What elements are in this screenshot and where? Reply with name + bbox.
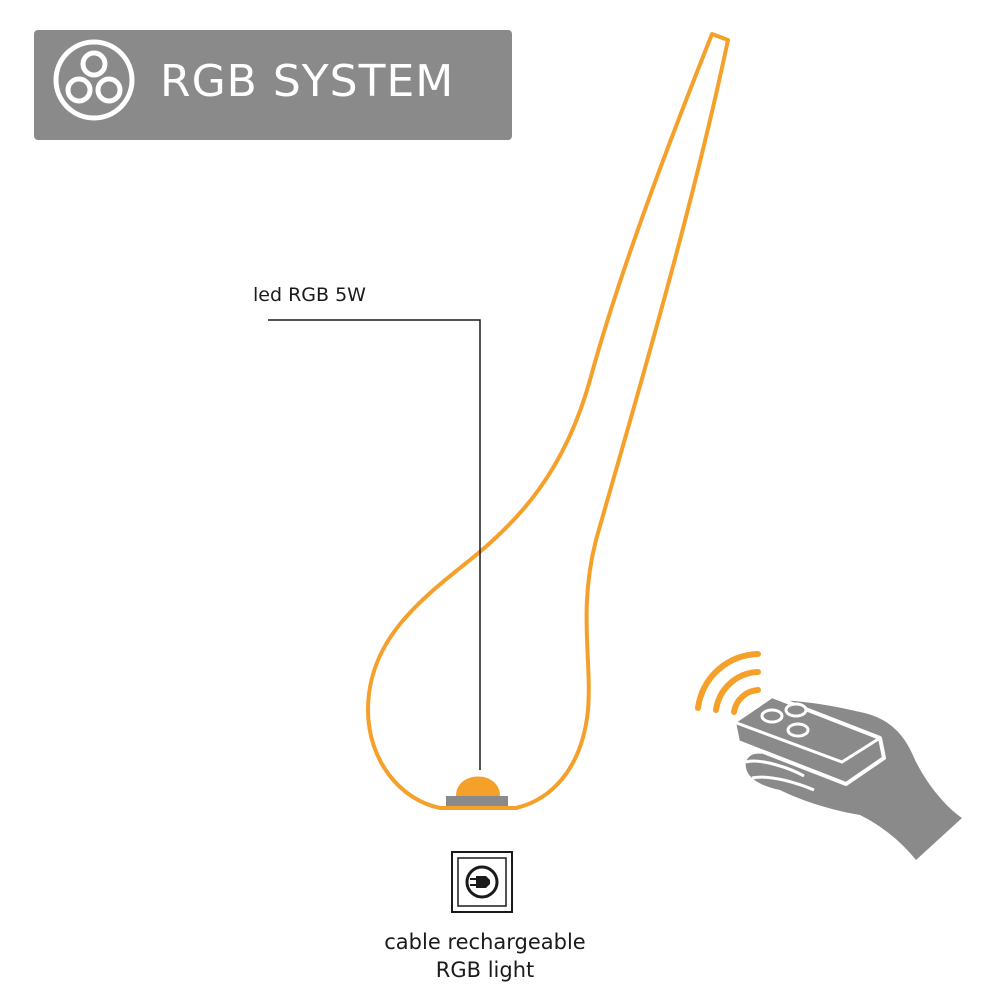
lamp-base <box>446 796 508 806</box>
plug-icon <box>451 851 513 913</box>
led-callout-line <box>268 319 481 770</box>
charging-caption-line1: cable rechargeable <box>384 930 586 954</box>
hand-remote-icon <box>732 694 962 860</box>
charging-caption: cable rechargeable RGB light <box>360 928 610 984</box>
led-rgb-label: led RGB 5W <box>253 284 366 306</box>
lamp-outline <box>366 32 730 810</box>
banner-title: RGB SYSTEM <box>160 56 455 107</box>
rgb-circles-icon <box>53 39 135 121</box>
wireless-signal-icon <box>695 651 761 715</box>
charging-caption-line2: RGB light <box>435 958 535 982</box>
led-dome <box>456 776 500 796</box>
